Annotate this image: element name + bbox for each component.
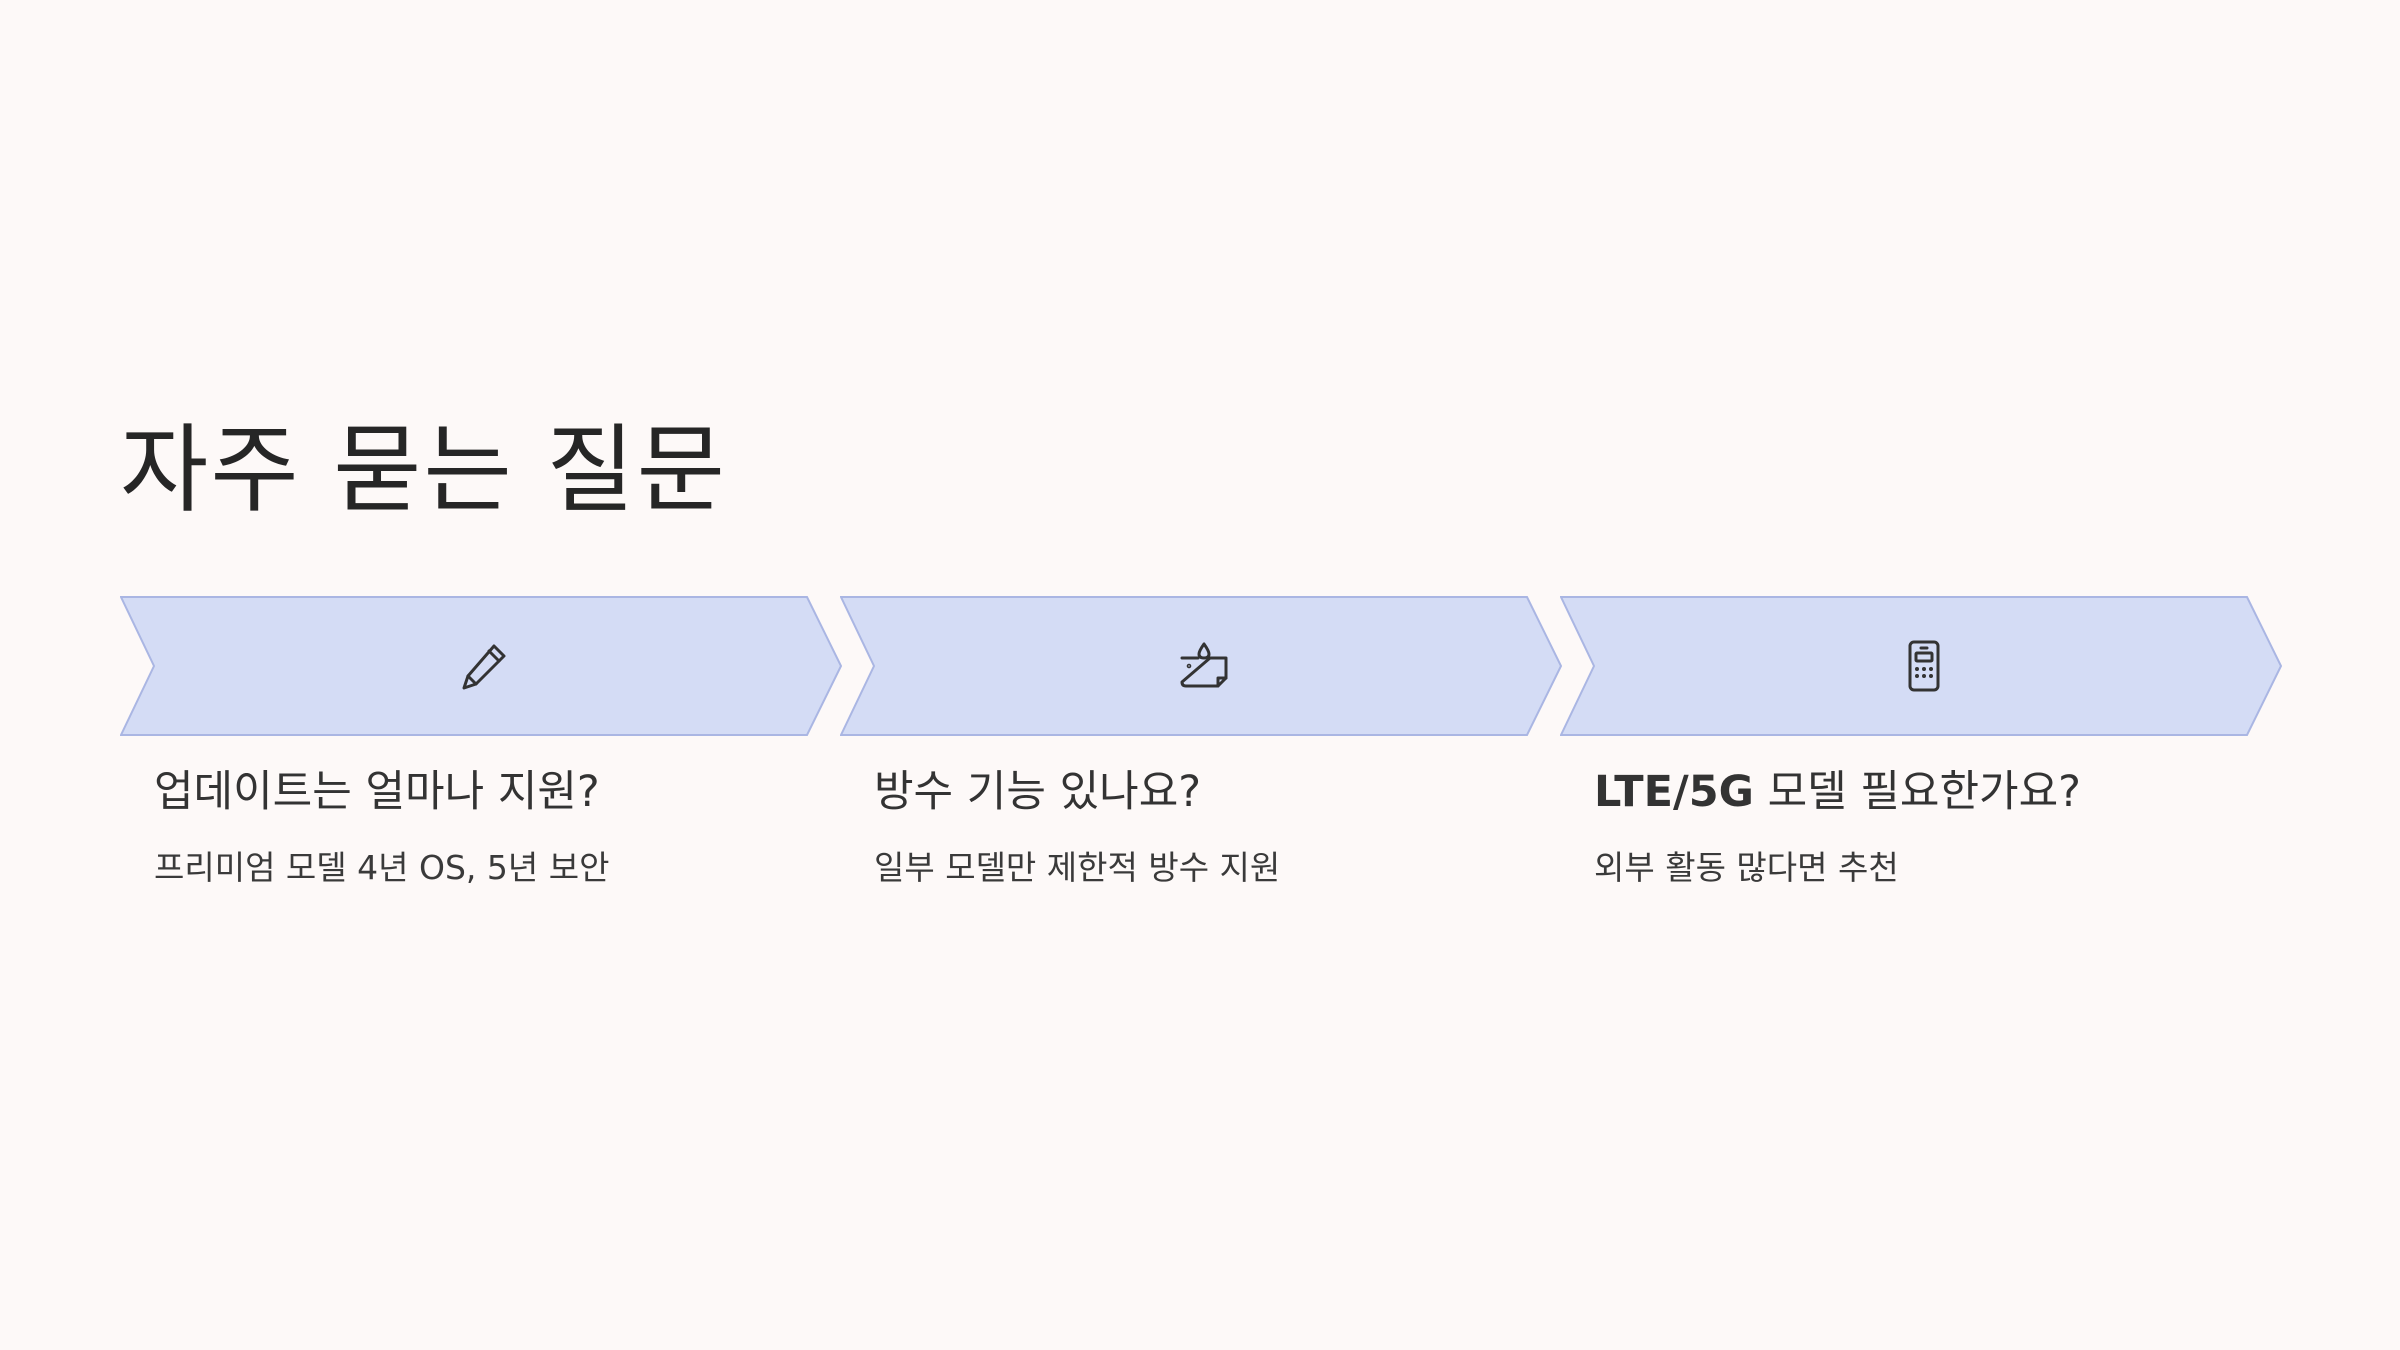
step-title: 방수 기능 있나요?: [874, 767, 1202, 817]
step-title-strong: LTE/5G: [1594, 767, 1754, 817]
faq-step-updates: 업데이트는 얼마나 지원? 프리미엄 모델 4년 OS, 5년 보안: [120, 596, 842, 896]
faq-step-waterproof: 방수 기능 있나요? 일부 모델만 제한적 방수 지원: [840, 596, 1562, 896]
step-description: 외부 활동 많다면 추천: [1594, 848, 1899, 887]
chevron-shape: [1560, 596, 2282, 736]
step-title: LTE/5G 모델 필요한가요?: [1594, 764, 2081, 820]
pencil-icon: [462, 644, 506, 690]
step-title: 업데이트는 얼마나 지원?: [154, 767, 600, 817]
step-description: 일부 모델만 제한적 방수 지원: [874, 848, 1281, 887]
faq-step-lte-5g: LTE/5G 모델 필요한가요? 외부 활동 많다면 추천: [1560, 596, 2282, 896]
page-title: 자주 묻는 질문: [120, 414, 727, 526]
step-title-rest: 모델 필요한가요?: [1753, 767, 2081, 817]
chevron-banner: [840, 596, 1562, 736]
water-resistant-device-icon: [1180, 642, 1228, 688]
chevron-banner: [120, 596, 842, 736]
chevron-shape: [120, 596, 842, 736]
chevron-banner: [1560, 596, 2282, 736]
step-description: 프리미엄 모델 4년 OS, 5년 보안: [154, 848, 610, 887]
mobile-phone-icon: [1908, 640, 1940, 692]
